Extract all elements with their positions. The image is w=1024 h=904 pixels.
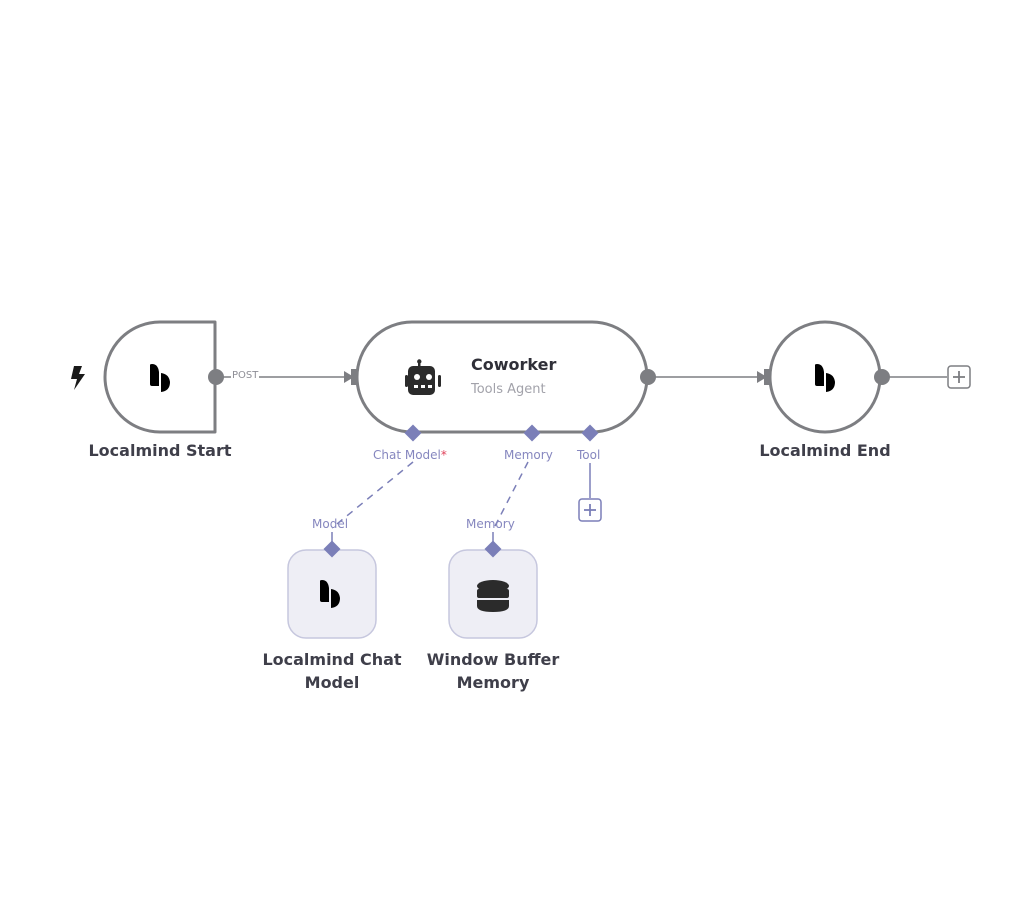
- robot-icon: [405, 359, 441, 395]
- add-node-button[interactable]: [947, 365, 971, 389]
- node-localmind-end[interactable]: [764, 320, 890, 434]
- node-label-localmind-end: Localmind End: [759, 441, 891, 460]
- agent-subtitle: Tools Agent: [471, 382, 546, 397]
- localmind-logo-icon: [320, 580, 340, 608]
- chat-model-label-line2: Model: [304, 673, 360, 692]
- node-label-localmind-chat-model: Localmind Chat Model: [232, 648, 432, 694]
- localmind-logo-icon: [815, 364, 835, 392]
- connection-label-post: POST: [231, 370, 260, 381]
- memory-label-line1: Window Buffer: [426, 650, 560, 669]
- node-localmind-start[interactable]: [103, 320, 224, 434]
- start-output-port[interactable]: [208, 369, 224, 385]
- node-label-localmind-start: Localmind Start: [88, 441, 232, 460]
- node-coworker-agent[interactable]: [351, 320, 656, 434]
- node-label-window-buffer-memory: Window Buffer Memory: [393, 648, 593, 694]
- chat-model-port-text: Chat Model: [373, 448, 441, 462]
- agent-output-port[interactable]: [640, 369, 656, 385]
- agent-port-label-chat-model: Chat Model*: [373, 448, 447, 462]
- chat-model-port[interactable]: [404, 424, 422, 442]
- database-icon: [477, 580, 509, 612]
- agent-input-port[interactable]: [351, 369, 358, 385]
- memory-port-label: Memory: [466, 517, 515, 531]
- node-window-buffer-memory[interactable]: [448, 532, 538, 639]
- memory-output-port[interactable]: [484, 540, 502, 558]
- memory-label-line2: Memory: [456, 673, 530, 692]
- agent-port-label-tool: Tool: [577, 448, 601, 462]
- connection-chat-model[interactable]: [331, 461, 414, 529]
- chat-model-output-port[interactable]: [323, 540, 341, 558]
- chat-model-port-label: Model: [312, 517, 349, 531]
- end-input-port[interactable]: [764, 369, 771, 385]
- end-output-port[interactable]: [874, 369, 890, 385]
- localmind-logo-icon: [150, 364, 170, 392]
- agent-title: Coworker: [471, 355, 557, 374]
- connection-agent-to-end[interactable]: [648, 371, 767, 383]
- tool-port[interactable]: [581, 424, 599, 442]
- agent-port-label-memory: Memory: [504, 448, 553, 462]
- required-marker: *: [440, 448, 447, 462]
- lightning-bolt-icon: [71, 366, 85, 390]
- add-tool-button[interactable]: [578, 498, 602, 522]
- chat-model-label-line1: Localmind Chat: [262, 650, 402, 669]
- node-localmind-chat-model[interactable]: [287, 532, 377, 639]
- memory-port[interactable]: [523, 424, 541, 442]
